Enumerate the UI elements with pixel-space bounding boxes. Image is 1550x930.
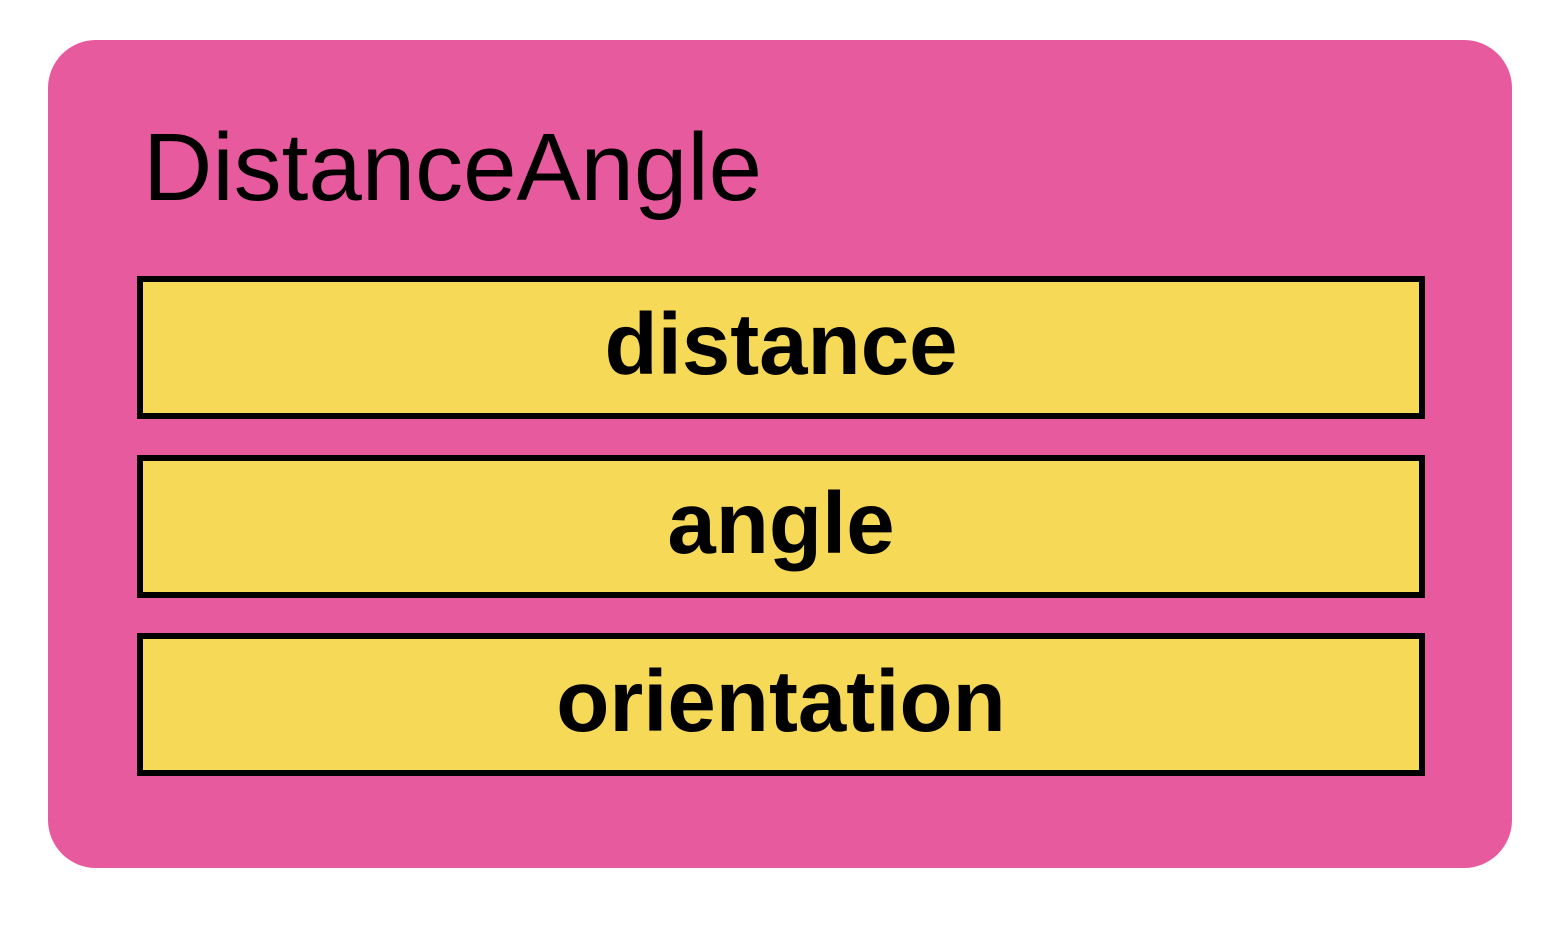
field-row-angle: angle	[137, 455, 1425, 598]
field-label: angle	[667, 475, 895, 572]
class-node-title: DistanceAngle	[143, 114, 763, 221]
field-label: distance	[604, 296, 958, 393]
field-row-orientation: orientation	[137, 633, 1425, 776]
class-node-distanceangle: DistanceAngle distance angle orientation	[48, 40, 1512, 868]
field-label: orientation	[556, 653, 1006, 750]
field-row-distance: distance	[137, 276, 1425, 419]
